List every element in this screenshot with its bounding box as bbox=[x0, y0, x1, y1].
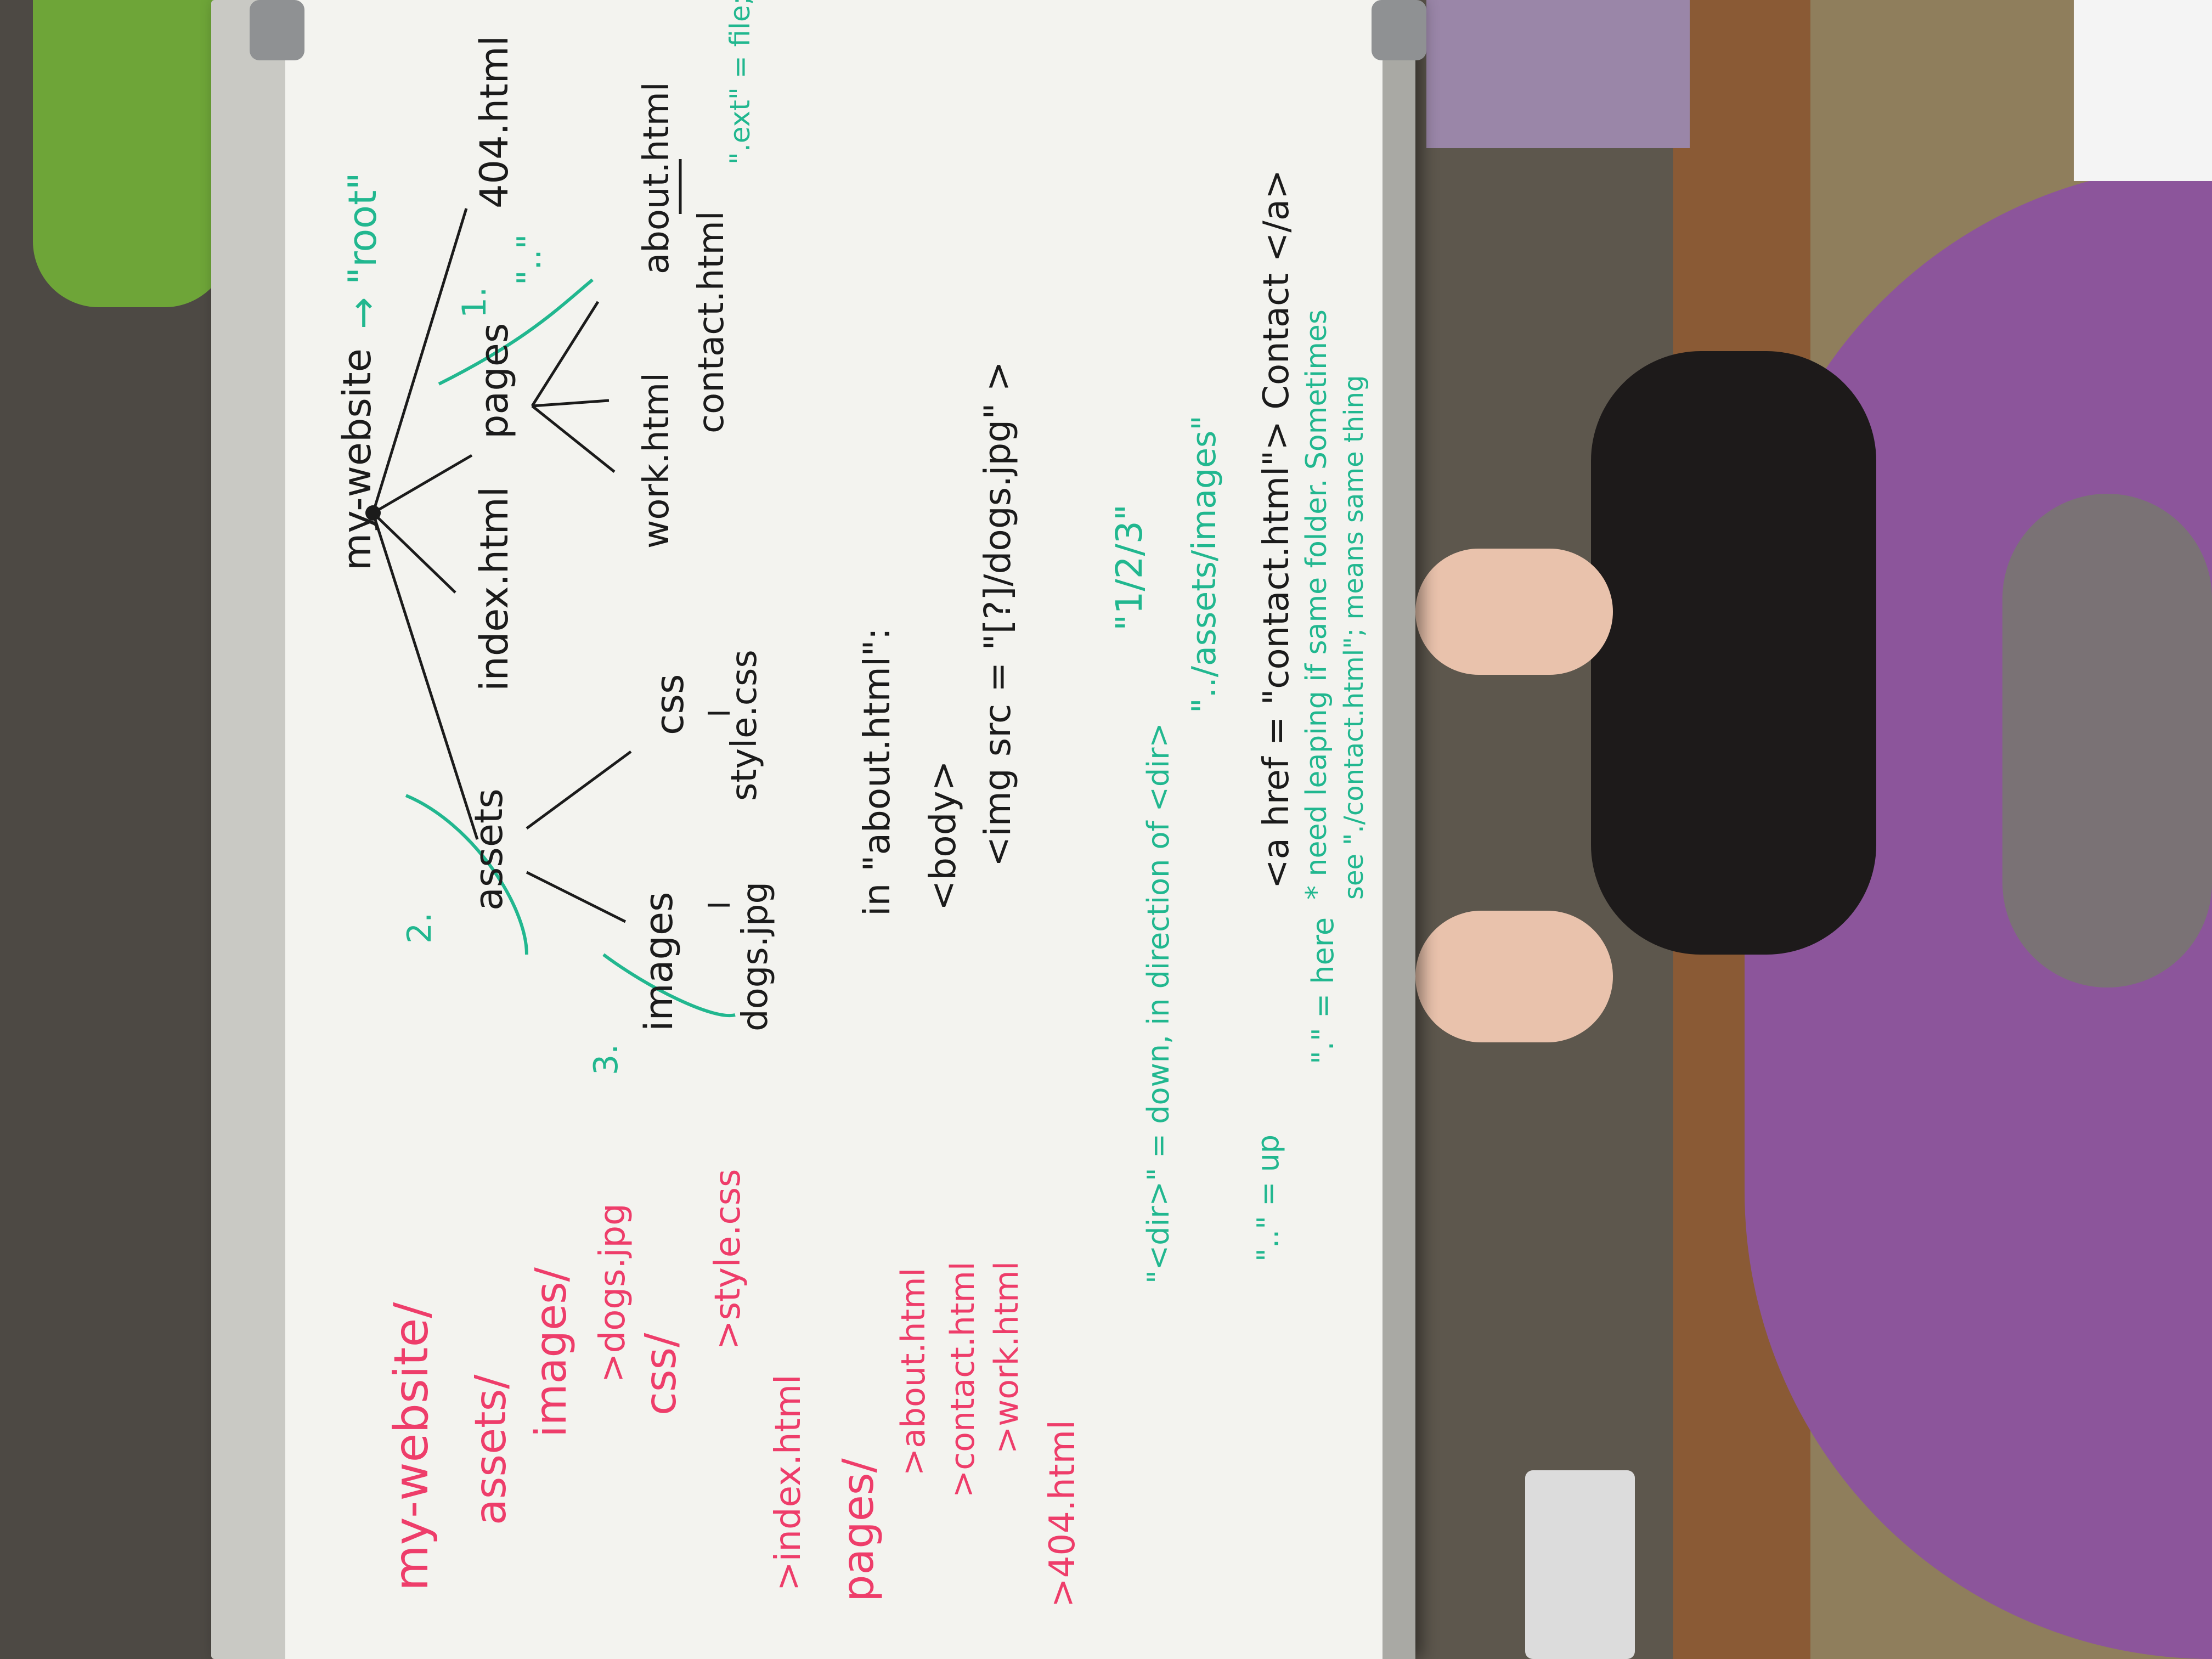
edge-assets-css bbox=[526, 750, 632, 830]
edge-root-index bbox=[372, 512, 456, 594]
outline-about: >about.html bbox=[894, 1267, 933, 1476]
tree-step3: 3. bbox=[587, 1043, 625, 1075]
outline-index: >index.html bbox=[768, 1374, 809, 1591]
tissue-box bbox=[1426, 0, 1690, 148]
whiteboard-surface bbox=[285, 0, 1385, 1659]
edge-pages-work bbox=[531, 405, 616, 473]
tree-dogs: dogs.jpg bbox=[735, 881, 776, 1031]
note-leaping: * need leaping if same folder. Sometimes bbox=[1300, 309, 1333, 900]
tree-root-arrow: → "root" bbox=[340, 172, 385, 329]
tree-images: images bbox=[636, 891, 681, 1031]
blanket-pattern bbox=[2002, 494, 2212, 988]
tree-slash-note: ".ext" = file; "/" = folder = dir bbox=[724, 0, 756, 165]
board-corner-top-left bbox=[250, 0, 304, 60]
root-node-dot bbox=[365, 505, 381, 521]
code-anchor: <a href = "contact.html"> Contact </a> bbox=[1256, 170, 1297, 889]
tree-step1: 1. bbox=[455, 286, 494, 318]
board-corner-top-right bbox=[1372, 0, 1426, 60]
tree-style: style.css bbox=[724, 650, 765, 801]
edge-pages-about bbox=[531, 301, 600, 407]
tree-index: index.html bbox=[472, 486, 517, 691]
whiteboard-content: my-website/ assets/ images/ >dogs.jpg cs… bbox=[285, 0, 1385, 1659]
tree-about: about.html bbox=[636, 82, 677, 274]
outline-images: images/ bbox=[527, 1267, 576, 1437]
edge-assets-images bbox=[526, 871, 627, 923]
tree-404: 404.html bbox=[472, 35, 517, 208]
tree-work: work.html bbox=[636, 373, 677, 549]
outline-dogs: >dogs.jpg bbox=[592, 1203, 633, 1383]
note-dir: "<dir>" = down, in direction of <dir> bbox=[1141, 723, 1176, 1284]
foot-left bbox=[1415, 549, 1613, 675]
foot-right bbox=[1415, 911, 1613, 1042]
arrow-step3 bbox=[602, 953, 736, 1018]
legs bbox=[1591, 351, 1876, 955]
tree-dotdot: ".." bbox=[510, 234, 549, 285]
outline-work: >work.html bbox=[988, 1261, 1026, 1454]
edge-root-assets bbox=[371, 512, 479, 840]
outline-404: >404.html bbox=[1042, 1420, 1083, 1607]
code-img: <img src = "[?]/dogs.jpg" > bbox=[977, 361, 1019, 867]
outline-style: >style.css bbox=[708, 1169, 748, 1350]
note-up: ".." = up bbox=[1251, 1134, 1285, 1262]
paper-sheet bbox=[2074, 0, 2212, 181]
outline-css: css/ bbox=[636, 1333, 686, 1415]
code-path123: "1/2/3" bbox=[1108, 504, 1150, 631]
note-see: see "./contact.html"; means same thing bbox=[1339, 375, 1369, 900]
tree-assets: assets bbox=[466, 788, 511, 911]
outline-root: my-website/ bbox=[384, 1302, 439, 1591]
edge-pages-contact bbox=[532, 399, 610, 408]
edge-root-404 bbox=[371, 208, 468, 514]
tree-css: css bbox=[647, 674, 692, 735]
note-here: "." = here bbox=[1306, 917, 1340, 1064]
outline-pages: pages/ bbox=[834, 1458, 883, 1602]
outline-assets: assets/ bbox=[466, 1374, 516, 1525]
code-body: <body> bbox=[922, 760, 964, 911]
tree-contact: contact.html bbox=[691, 211, 732, 433]
tree-step2: 2. bbox=[400, 912, 439, 944]
code-assets-images: "../assets/images" bbox=[1185, 415, 1223, 713]
arrow-step2 bbox=[405, 794, 528, 955]
yoga-mat bbox=[33, 0, 230, 307]
edge-root-pages bbox=[372, 454, 473, 515]
tree-root-label: my-website bbox=[335, 348, 380, 571]
code-in-about: in "about.html": bbox=[856, 628, 898, 916]
tree-pages: pages bbox=[472, 323, 517, 439]
outline-contact: >contact.html bbox=[944, 1261, 982, 1498]
arrow-step1 bbox=[438, 278, 594, 386]
power-strip bbox=[1525, 1470, 1635, 1659]
whiteboard-tray bbox=[1383, 0, 1415, 1659]
